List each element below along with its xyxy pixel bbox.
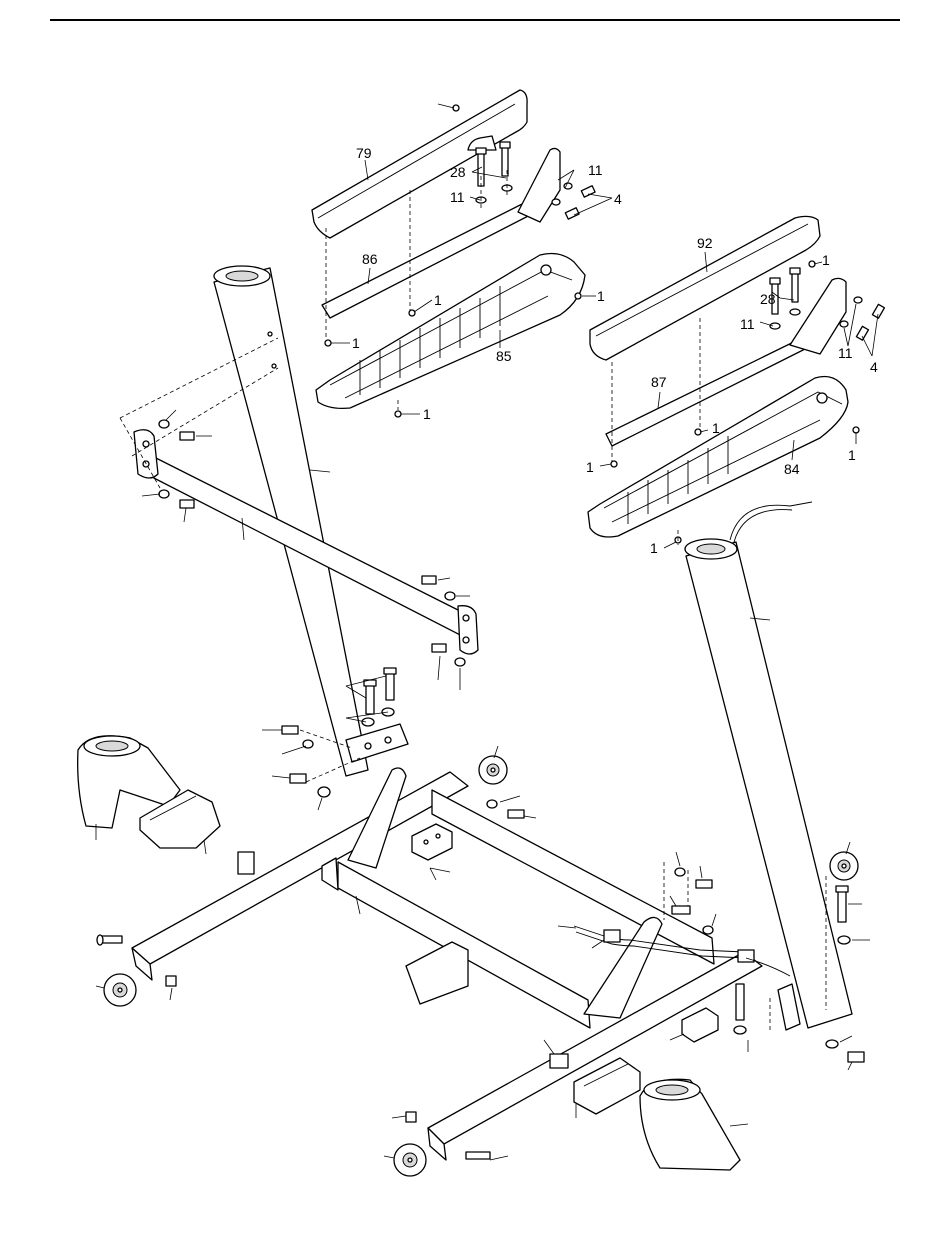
label-4-left: 4 <box>614 191 622 207</box>
wheel-rear-left <box>104 974 136 1006</box>
label-28-right: 28 <box>760 291 776 307</box>
label-11-right-b: 11 <box>838 345 853 361</box>
label-85: 85 <box>496 348 512 364</box>
label-1-left-c: 1 <box>352 335 360 351</box>
label-87: 87 <box>651 374 667 390</box>
right-small-foot-cover <box>574 1058 640 1118</box>
label-1-right-e: 1 <box>650 540 658 556</box>
label-11-left-upper: 11 <box>588 162 603 178</box>
label-92: 92 <box>697 235 713 251</box>
part-85-left-handrail-housing <box>316 254 585 409</box>
label-4-right: 4 <box>870 359 878 375</box>
label-1-right-b: 1 <box>712 420 720 436</box>
label-1-right-d: 1 <box>848 447 856 463</box>
wheel-front-left-upper <box>479 756 507 784</box>
label-86: 86 <box>362 251 378 267</box>
label-79: 79 <box>356 145 372 161</box>
part-79-left-top-cover <box>312 90 527 238</box>
wheel-rear-right <box>394 1144 426 1176</box>
right-foot-cover <box>640 1079 748 1170</box>
label-84: 84 <box>784 461 800 477</box>
label-1-left-d: 1 <box>423 406 431 422</box>
label-28-left: 28 <box>450 164 466 180</box>
label-1-left-b: 1 <box>597 288 605 304</box>
label-1-right-a: 1 <box>822 252 830 268</box>
label-1-left-a: 1 <box>434 292 442 308</box>
label-11-right-a: 11 <box>740 316 755 332</box>
wheel-front-right-upper <box>830 852 858 880</box>
label-1-right-c: 1 <box>586 459 594 475</box>
label-11-left-lower: 11 <box>450 189 465 205</box>
part-84-right-handrail-housing <box>588 377 848 538</box>
